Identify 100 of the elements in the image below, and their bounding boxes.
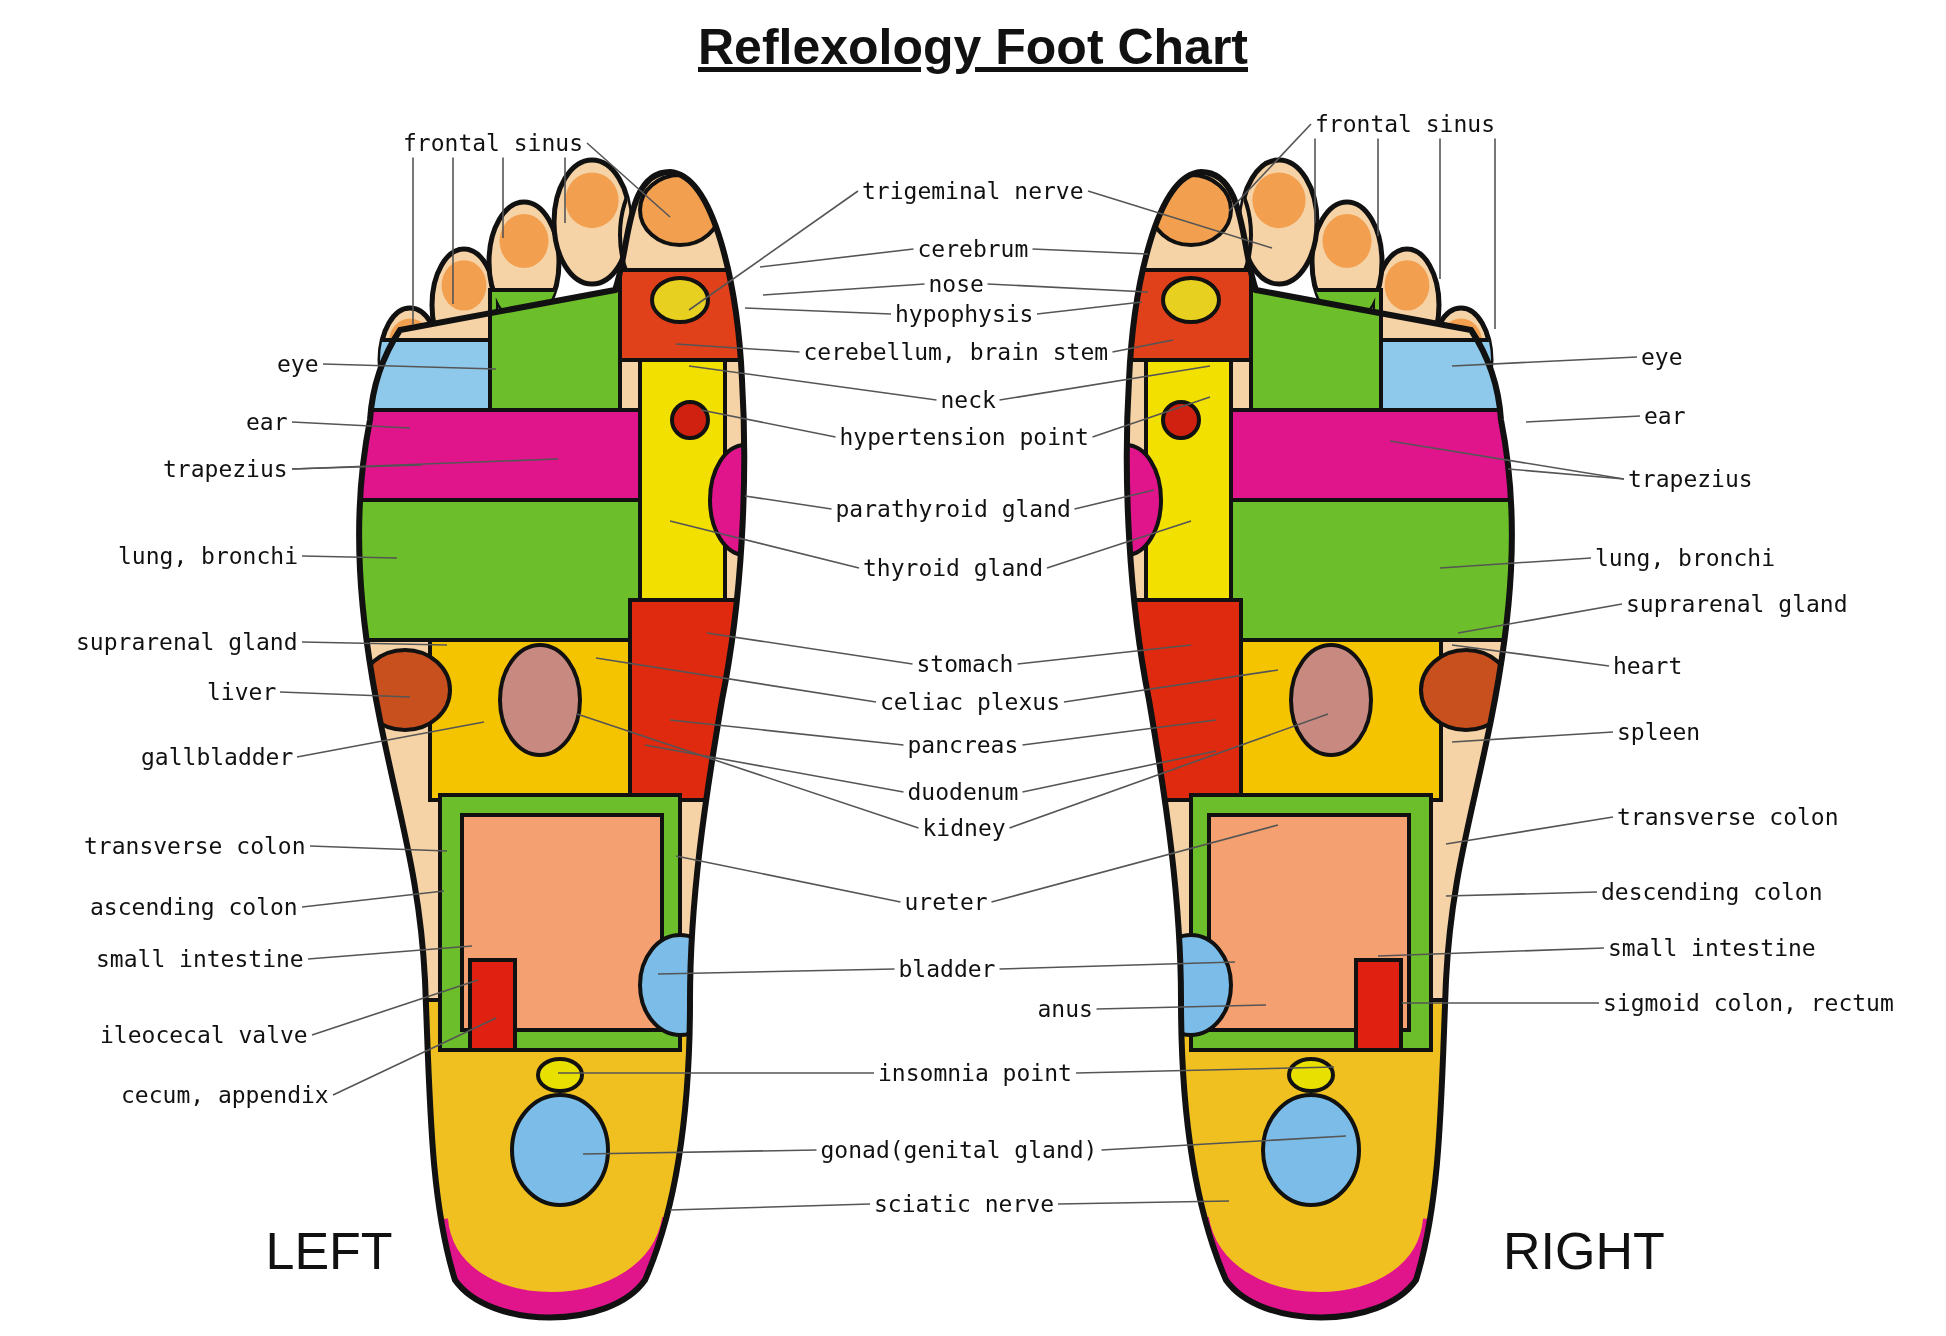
leader-line xyxy=(1507,468,1625,480)
leader-line xyxy=(1111,339,1174,353)
zone-label: parathyroid gland xyxy=(835,496,1071,522)
leader-line xyxy=(1063,669,1279,703)
leader-line xyxy=(675,343,801,353)
leader-line xyxy=(1228,123,1312,212)
leader-line xyxy=(307,945,473,960)
leader-line xyxy=(576,713,920,829)
leader-line xyxy=(291,458,559,470)
zone-label: trapezius xyxy=(1628,466,1753,492)
zone-label: cerebellum, brain stem xyxy=(803,339,1109,365)
zone-label: ear xyxy=(1644,403,1686,429)
zone-label: cecum, appendix xyxy=(121,1082,329,1108)
zone-label: ear xyxy=(246,409,288,435)
leader-line xyxy=(301,555,398,559)
zone-label: heart xyxy=(1613,653,1683,679)
leader-line xyxy=(332,1017,497,1096)
leader-line xyxy=(1036,301,1143,315)
leader-line xyxy=(557,1072,875,1074)
zone-label: sciatic nerve xyxy=(874,1191,1054,1217)
zone-label: trigeminal nerve xyxy=(862,178,1084,204)
leader-line xyxy=(1073,489,1155,510)
leader-line xyxy=(582,1149,818,1155)
zone-label: frontal sinus xyxy=(403,130,583,156)
zone-label: spleen xyxy=(1617,719,1701,745)
zone-label: descending colon xyxy=(1601,879,1823,905)
zone-label: liver xyxy=(207,679,277,705)
zone-label: kidney xyxy=(922,815,1006,841)
leader-line xyxy=(744,307,892,315)
leader-line xyxy=(1057,1200,1230,1205)
zone-label: suprarenal gland xyxy=(1626,591,1848,617)
leader-line xyxy=(322,363,497,370)
leader-line xyxy=(998,365,1211,401)
leader-line xyxy=(1445,891,1598,897)
zone-label: duodenum xyxy=(907,779,1019,805)
leader-line xyxy=(1087,190,1273,249)
leader-line xyxy=(595,657,877,703)
leader-line xyxy=(657,968,896,975)
leader-line xyxy=(1314,137,1316,224)
zone-label: small intestine xyxy=(96,946,304,972)
zone-label: pancreas xyxy=(907,732,1019,758)
leader-line xyxy=(311,979,479,1036)
leader-line xyxy=(1016,644,1192,665)
leader-line xyxy=(1451,356,1638,367)
leader-line xyxy=(1377,947,1605,957)
chart-title: Reflexology Foot Chart xyxy=(698,19,1248,75)
leader-line xyxy=(1031,248,1149,255)
leader-line xyxy=(1401,1002,1600,1004)
leader-line xyxy=(1075,1066,1335,1074)
zone-label: suprarenal gland xyxy=(76,629,298,655)
leader-line xyxy=(301,890,445,908)
zone-label: lung, bronchi xyxy=(118,543,298,569)
leader-line xyxy=(564,156,566,224)
zone-label: trapezius xyxy=(163,456,288,482)
leader-line xyxy=(688,365,938,401)
leader-line xyxy=(669,1203,871,1211)
leader-line xyxy=(452,156,454,305)
zone-label: cerebrum xyxy=(917,236,1029,262)
leader-line xyxy=(998,961,1236,970)
zone-label: insomnia point xyxy=(878,1060,1072,1086)
zone-label: ureter xyxy=(904,889,988,915)
zone-label: nose xyxy=(928,271,984,297)
zone-label: lung, bronchi xyxy=(1595,545,1775,571)
leader-line xyxy=(669,520,860,569)
leader-line xyxy=(986,283,1149,293)
leader-line xyxy=(309,845,448,852)
leader-line xyxy=(669,719,905,746)
leader-line xyxy=(744,495,833,510)
zone-label: eye xyxy=(277,351,319,377)
leader-line xyxy=(706,632,914,665)
leader-line xyxy=(1525,415,1641,423)
zone-label: thyroid gland xyxy=(863,555,1043,581)
leader-line xyxy=(700,409,837,438)
zone-label: hypophysis xyxy=(895,301,1034,327)
zone-label: transverse colon xyxy=(1617,804,1839,830)
leader-line xyxy=(1021,750,1217,793)
zone-label: sigmoid colon, rectum xyxy=(1603,990,1894,1016)
leader-line xyxy=(1451,731,1614,743)
zone-label: celiac plexus xyxy=(880,689,1060,715)
leader-line xyxy=(1377,137,1379,237)
leader-line xyxy=(1494,137,1496,330)
leader-line xyxy=(762,283,926,296)
leader-line xyxy=(1008,713,1329,829)
leader-line xyxy=(1439,137,1441,280)
leader-line xyxy=(1457,603,1623,634)
leader-line xyxy=(1095,1004,1267,1010)
leader-line xyxy=(1445,816,1614,845)
zone-label: gallbladder xyxy=(141,744,294,770)
zone-label: eye xyxy=(1641,344,1683,370)
zone-label: small intestine xyxy=(1608,935,1816,961)
zone-label: transverse colon xyxy=(84,833,306,859)
leader-line xyxy=(1046,520,1192,569)
foot-side-label: RIGHT xyxy=(1503,1221,1665,1281)
leader-line xyxy=(675,855,902,903)
leader-line xyxy=(990,824,1279,903)
leader-line xyxy=(502,156,504,239)
zone-label: neck xyxy=(940,387,996,413)
leader-line xyxy=(1091,396,1211,438)
zone-label: ascending colon xyxy=(90,894,298,920)
leader-line xyxy=(279,691,411,698)
